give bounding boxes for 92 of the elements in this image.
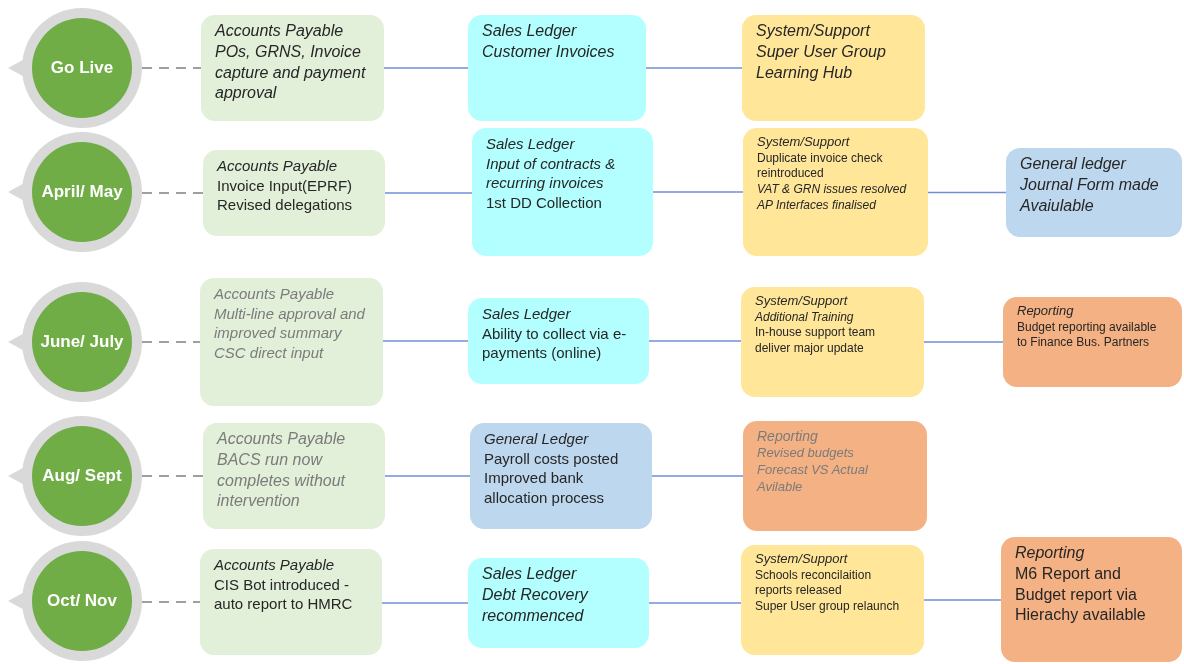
card-heading: System/Support — [755, 551, 849, 568]
card-item: Input of contracts & recurring invoices — [486, 153, 617, 193]
milestone-card — [1003, 297, 1182, 387]
milestone-card — [743, 128, 928, 256]
connector-line — [651, 475, 744, 477]
milestone-circle — [8, 282, 142, 402]
milestone-card — [203, 423, 385, 529]
connector-line — [927, 191, 1007, 194]
milestone-card — [201, 15, 384, 121]
card-item: M6 Report and Budget report via Hierachy available — [1015, 563, 1147, 626]
card-heading: Sales Ledger — [482, 564, 578, 584]
milestone-card — [200, 278, 383, 406]
card-item: Debt Recovery recommenced — [482, 584, 590, 626]
card-heading: Reporting — [757, 427, 819, 446]
card-item: VAT & GRN issues resolved — [757, 182, 908, 198]
card-item: Revised budgets — [757, 445, 855, 463]
card-heading: General ledger — [1020, 154, 1128, 174]
card-item: Additional Training — [755, 309, 855, 326]
card-heading: Accounts Payable — [217, 156, 339, 176]
connector-line — [645, 67, 743, 69]
card-heading: Accounts Payable — [215, 21, 345, 41]
card-heading: Accounts Payable — [214, 555, 336, 575]
milestone-label: June/ July — [40, 331, 124, 353]
card-heading: Sales Ledger — [482, 304, 572, 324]
card-item: Customer Invoices — [482, 41, 616, 62]
milestone-card — [741, 287, 924, 397]
milestone-card — [468, 558, 649, 648]
card-item: POs, GRNS, Invoice capture and payment approval — [215, 41, 367, 104]
connector-line — [381, 602, 469, 604]
connector-line — [652, 191, 744, 193]
connector-line — [384, 192, 473, 194]
card-heading: General Ledger — [484, 429, 590, 449]
milestone-card — [200, 549, 382, 655]
milestone-card — [741, 545, 924, 655]
card-heading: System/Support — [757, 134, 851, 151]
card-heading: Accounts Payable — [214, 284, 336, 304]
connector-line — [383, 67, 469, 69]
card-item: Budget reporting available to Finance Bus. Partners — [1017, 319, 1158, 352]
dashed-connector — [141, 601, 201, 603]
milestone-label: Aug/ Sept — [42, 465, 122, 487]
card-item: Duplicate invoice check reintroduced — [757, 150, 884, 183]
connector-line — [923, 599, 1002, 601]
connector-line — [923, 341, 1004, 343]
milestone-card — [1006, 148, 1182, 237]
card-item: Improved bank allocation process — [484, 468, 606, 507]
card-item: 1st DD Collection — [486, 192, 603, 212]
milestone-label: Go Live — [50, 57, 114, 79]
card-item: AP Interfaces finalised — [757, 197, 877, 214]
card-heading: Reporting — [1017, 303, 1075, 320]
milestone-card — [1001, 537, 1182, 662]
connector-line — [384, 475, 471, 477]
card-item: Multi-line approval and improved summary — [214, 303, 366, 343]
card-heading: Sales Ledger — [482, 21, 578, 41]
milestone-circle — [8, 541, 142, 661]
milestone-circle — [8, 132, 142, 252]
card-item: In-house support team deliver major update — [755, 325, 877, 357]
milestone-card — [470, 423, 652, 529]
card-item: Forecast VS Actual Avilable — [757, 462, 869, 496]
card-item: CIS Bot introduced - auto report to HMRC — [214, 574, 354, 614]
dashed-connector — [141, 67, 202, 69]
milestone-circle — [8, 416, 142, 536]
card-heading: Reporting — [1015, 543, 1086, 563]
card-item: Journal Form made Avaiulable — [1020, 174, 1160, 216]
milestone-card — [468, 15, 646, 121]
card-item: Payroll costs posted — [484, 448, 620, 468]
milestone-label: April/ May — [41, 181, 123, 203]
dashed-connector — [141, 192, 204, 194]
connector-line — [382, 340, 469, 342]
dashed-connector — [141, 341, 201, 343]
milestone-card — [743, 421, 927, 531]
card-item: Revised delegations — [217, 195, 354, 215]
milestone-card — [472, 128, 653, 256]
milestone-card — [468, 298, 649, 384]
card-item: Super User Group — [756, 41, 887, 62]
connector-line — [648, 340, 742, 342]
milestone-card — [203, 150, 385, 236]
card-heading: Sales Ledger — [486, 134, 576, 154]
card-heading: Accounts Payable — [217, 429, 347, 449]
card-item: Super User group relaunch — [755, 599, 901, 615]
card-heading: System/Support — [756, 21, 872, 41]
card-heading: System/Support — [755, 293, 849, 310]
card-item: Learning Hub — [756, 62, 854, 83]
card-item: Schools reconcilaition reports released — [755, 567, 873, 600]
card-item: BACS run now completes without intervention — [217, 449, 347, 512]
connector-line — [648, 602, 742, 604]
card-item: CSC direct input — [214, 342, 325, 362]
milestone-label: Oct/ Nov — [47, 590, 117, 612]
card-item: Invoice Input(EPRF) — [217, 175, 354, 195]
dashed-connector — [141, 475, 204, 477]
milestone-card — [742, 15, 925, 121]
milestone-circle — [8, 8, 142, 128]
card-item: Ability to collect via e-payments (online) — [482, 323, 628, 363]
